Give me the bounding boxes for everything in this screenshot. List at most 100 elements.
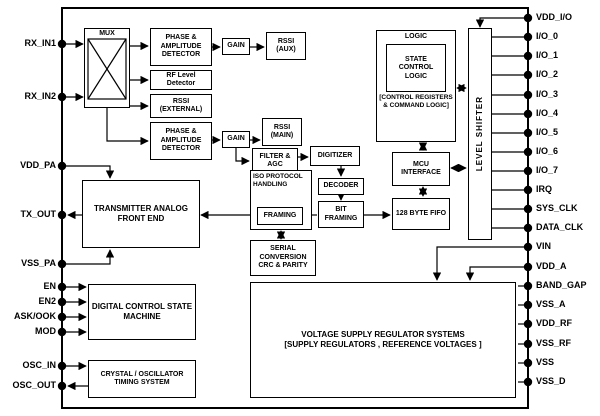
- block-label: PHASE & AMPLITUDE DETECTOR: [160, 128, 202, 153]
- block-label: SERIAL CONVERSION CRC & PARITY: [258, 245, 308, 270]
- pin-label-io-0: I/O_0: [536, 31, 559, 41]
- pin-label-irq: IRQ: [536, 184, 553, 194]
- pin-label-vss-d: VSS_D: [536, 376, 566, 386]
- pin-dot-vss-a: [523, 300, 533, 310]
- block-label: MCU INTERFACE: [401, 160, 441, 176]
- pin-dot-vin: [523, 242, 533, 252]
- block-mcu-interface: MCU INTERFACE: [392, 152, 450, 186]
- pin-label-vss-a: VSS_A: [536, 299, 566, 309]
- regulator-title: VOLTAGE SUPPLY REGULATOR SYSTEMS: [301, 330, 465, 340]
- pin-dot-ask-ook: [57, 312, 67, 322]
- block-crystal-oscillator-timing-system: CRYSTAL / OSCILLATOR TIMING SYSTEM: [88, 360, 196, 398]
- pin-label-io-3: I/O_3: [536, 89, 559, 99]
- pin-dot-irq: [523, 185, 533, 195]
- mux-switch-icon: [87, 38, 127, 100]
- pin-label-io-5: I/O_5: [536, 127, 559, 137]
- pin-dot-en: [57, 282, 67, 292]
- block-phase-amplitude-detector-1: PHASE & AMPLITUDE DETECTOR: [150, 28, 212, 66]
- block-label: GAIN: [227, 42, 245, 50]
- pin-dot-io-3: [523, 90, 533, 100]
- block-gain-2: GAIN: [222, 131, 250, 148]
- block-label: RSSI (AUX): [276, 37, 296, 53]
- pin-dot-vdd-rf: [523, 319, 533, 329]
- pin-dot-osc-out: [57, 381, 67, 391]
- pin-label-vin: VIN: [536, 241, 552, 251]
- pin-dot-io-5: [523, 128, 533, 138]
- block-label: FILTER & AGC: [259, 152, 291, 168]
- block-framing: FRAMING: [257, 207, 303, 225]
- pin-label-osc-out: OSC_OUT: [12, 380, 56, 390]
- block-128-byte-fifo: 128 BYTE FIFO: [392, 198, 450, 230]
- block-rssi-external: RSSI (EXTERNAL): [150, 94, 212, 118]
- pin-dot-band-gap: [523, 281, 533, 291]
- pin-label-io-1: I/O_1: [536, 50, 559, 60]
- block-label: RF Level Detector: [166, 71, 196, 87]
- pin-label-mod: MOD: [35, 326, 56, 336]
- block-label: 128 BYTE FIFO: [395, 209, 447, 217]
- pin-label-io-7: I/O_7: [536, 165, 559, 175]
- pin-label-en: EN: [43, 281, 56, 291]
- pin-dots: [57, 13, 533, 391]
- block-rf-level-detector: RF Level Detector: [150, 70, 212, 90]
- pin-dot-vdd-a: [523, 262, 533, 272]
- pin-dot-osc-in: [57, 361, 67, 371]
- pin-label-osc-in: OSC_IN: [22, 360, 56, 370]
- block-label: GAIN: [227, 135, 245, 143]
- block-label: STATE CONTROL LOGIC: [398, 55, 434, 80]
- block-state-control-logic: STATE CONTROL LOGIC: [386, 44, 446, 93]
- regulator-subtitle: [SUPPLY REGULATORS , REFERENCE VOLTAGES …: [284, 340, 482, 349]
- block-label: CRYSTAL / OSCILLATOR TIMING SYSTEM: [100, 370, 184, 386]
- block-rssi-main: RSSI (MAIN): [262, 118, 302, 146]
- pin-label-vdd-io: VDD_I/O: [536, 12, 573, 22]
- block-label: BIT FRAMING: [324, 206, 358, 222]
- pin-label-rx-in2: RX_IN2: [24, 91, 56, 101]
- pin-label-tx-out: TX_OUT: [20, 209, 56, 219]
- pin-dot-io-7: [523, 166, 533, 176]
- block-label: LOGIC: [404, 33, 428, 40]
- pin-dot-vdd-pa: [57, 161, 67, 171]
- pin-label-rx-in1: RX_IN1: [24, 38, 56, 48]
- block-label: DECODER: [323, 182, 359, 190]
- block-digital-control-state-machine: DIGITAL CONTROL STATE MACHINE: [88, 284, 196, 340]
- block-bit-framing: BIT FRAMING: [318, 201, 364, 228]
- pin-label-vss: VSS: [536, 357, 555, 367]
- block-decoder: DECODER: [318, 178, 364, 195]
- block-level-shifter: LEVEL SHIFTER: [468, 28, 492, 240]
- wires: [66, 17, 524, 391]
- block-transmitter-analog-front-end: TRANSMITTER ANALOG FRONT END: [82, 180, 200, 248]
- pin-dot-sys-clk: [523, 204, 533, 214]
- block-label: DIGITAL CONTROL STATE MACHINE: [91, 302, 193, 321]
- pin-dot-mod: [57, 327, 67, 337]
- block-logic: LOGIC STATE CONTROL LOGIC [CONTROL REGIS…: [376, 30, 456, 142]
- pin-dot-io-6: [523, 147, 533, 157]
- pin-dot-vss-d: [523, 377, 533, 387]
- pin-dot-vss-rf: [523, 339, 533, 349]
- pin-label-vdd-pa: VDD_PA: [20, 160, 56, 170]
- pin-label-vss-pa: VSS_PA: [21, 258, 56, 268]
- block-filter-agc: FILTER & AGC: [252, 148, 298, 174]
- pin-dot-data-clk: [523, 223, 533, 233]
- pin-dot-rx-in1: [57, 39, 67, 49]
- pin-label-sys-clk: SYS_CLK: [536, 203, 578, 213]
- block-voltage-supply-regulator: VOLTAGE SUPPLY REGULATOR SYSTEMS [SUPPLY…: [250, 282, 516, 398]
- pin-dot-tx-out: [57, 210, 67, 220]
- pin-dot-vss: [523, 358, 533, 368]
- pin-dot-en2: [57, 297, 67, 307]
- block-digitizer: DIGITIZER: [310, 146, 360, 166]
- pin-dot-io-4: [523, 109, 533, 119]
- block-label: RSSI (EXTERNAL): [159, 97, 203, 113]
- block-gain-1: GAIN: [222, 38, 250, 55]
- pin-label-io-2: I/O_2: [536, 69, 559, 79]
- pin-label-vdd-rf: VDD_RF: [536, 318, 573, 328]
- control-registers-note: [CONTROL REGISTERS & COMMAND LOGIC]: [379, 94, 453, 110]
- pin-dot-rx-in2: [57, 92, 67, 102]
- block-rssi-aux: RSSI (AUX): [266, 32, 306, 60]
- pin-dot-io-1: [523, 51, 533, 61]
- pin-label-ask-ook: ASK/OOK: [13, 311, 56, 321]
- pin-dot-io-2: [523, 70, 533, 80]
- pin-label-band-gap: BAND_GAP: [536, 280, 587, 290]
- pin-label-en2: EN2: [38, 296, 56, 306]
- pin-label-vdd-a: VDD_A: [536, 261, 567, 271]
